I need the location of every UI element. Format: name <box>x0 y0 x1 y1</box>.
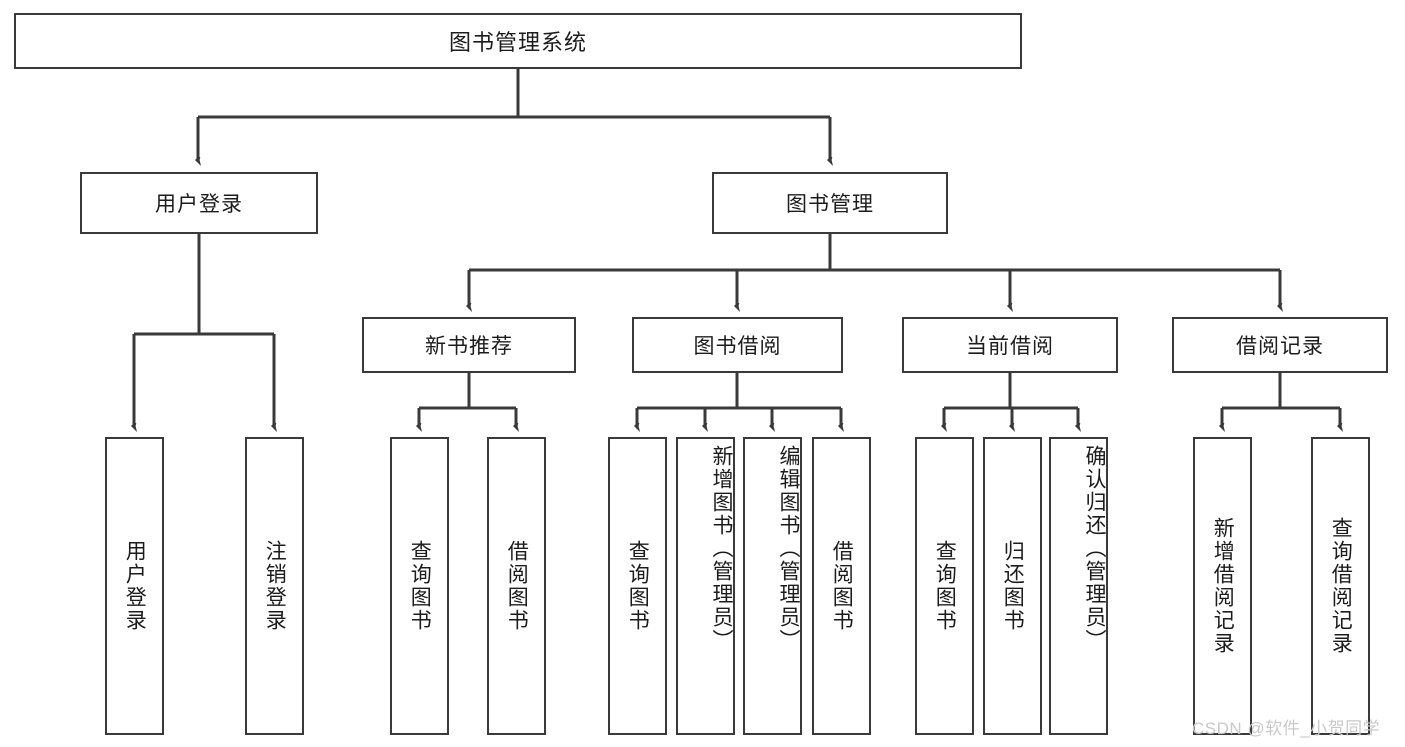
node-new-book-recommend-label: 新书推荐 <box>425 335 513 358</box>
node-leaf-logout-login-label: 注销登录 <box>263 540 287 632</box>
node-leaf-return-book-label: 归还图书 <box>1001 540 1025 632</box>
node-leaf-add-borrow-record[interactable]: 新增借阅记录 <box>1193 437 1252 735</box>
node-user-login[interactable]: 用户登录 <box>80 172 318 234</box>
node-book-manage-label: 图书管理 <box>786 193 874 216</box>
node-user-login-label: 用户登录 <box>155 193 243 216</box>
node-leaf-borrow-book-1-label: 借阅图书 <box>505 540 529 632</box>
node-book-borrow-label: 图书借阅 <box>693 335 782 358</box>
node-leaf-query-book-1[interactable]: 查询图书 <box>390 437 449 735</box>
node-leaf-query-book-2[interactable]: 查询图书 <box>608 437 667 735</box>
node-leaf-user-login[interactable]: 用户登录 <box>105 437 164 735</box>
node-leaf-query-borrow-record-label: 查询借阅记录 <box>1329 517 1353 655</box>
node-leaf-query-book-3-label: 查询图书 <box>933 540 957 632</box>
node-leaf-edit-book[interactable]: 编辑图书（管理员） <box>743 437 802 735</box>
node-root-label: 图书管理系统 <box>448 30 587 55</box>
node-current-borrow-label: 当前借阅 <box>966 335 1054 358</box>
node-leaf-add-book-label: 新增图书（管理员） <box>710 445 733 652</box>
node-book-borrow[interactable]: 图书借阅 <box>632 317 843 373</box>
node-borrow-record[interactable]: 借阅记录 <box>1172 317 1388 373</box>
node-leaf-confirm-return[interactable]: 确认归还（管理员） <box>1049 437 1108 735</box>
node-leaf-query-book-3[interactable]: 查询图书 <box>915 437 974 735</box>
node-leaf-query-book-2-label: 查询图书 <box>626 540 650 632</box>
node-borrow-record-label: 借阅记录 <box>1236 335 1324 358</box>
node-leaf-add-borrow-record-label: 新增借阅记录 <box>1211 517 1235 655</box>
node-leaf-borrow-book-1[interactable]: 借阅图书 <box>487 437 546 735</box>
node-leaf-borrow-book-2-label: 借阅图书 <box>830 540 854 632</box>
node-current-borrow[interactable]: 当前借阅 <box>902 317 1118 373</box>
node-new-book-recommend[interactable]: 新书推荐 <box>362 317 576 373</box>
node-leaf-query-book-1-label: 查询图书 <box>408 540 432 632</box>
node-leaf-borrow-book-2[interactable]: 借阅图书 <box>812 437 871 735</box>
node-leaf-add-book[interactable]: 新增图书（管理员） <box>676 437 735 735</box>
node-book-manage[interactable]: 图书管理 <box>712 172 948 234</box>
node-leaf-return-book[interactable]: 归还图书 <box>983 437 1042 735</box>
node-leaf-confirm-return-label: 确认归还（管理员） <box>1083 445 1106 652</box>
node-root[interactable]: 图书管理系统 <box>14 13 1022 69</box>
node-leaf-edit-book-label: 编辑图书（管理员） <box>777 445 800 652</box>
node-leaf-logout-login[interactable]: 注销登录 <box>245 437 304 735</box>
node-leaf-query-borrow-record[interactable]: 查询借阅记录 <box>1311 437 1370 735</box>
node-leaf-user-login-label: 用户登录 <box>123 540 147 632</box>
